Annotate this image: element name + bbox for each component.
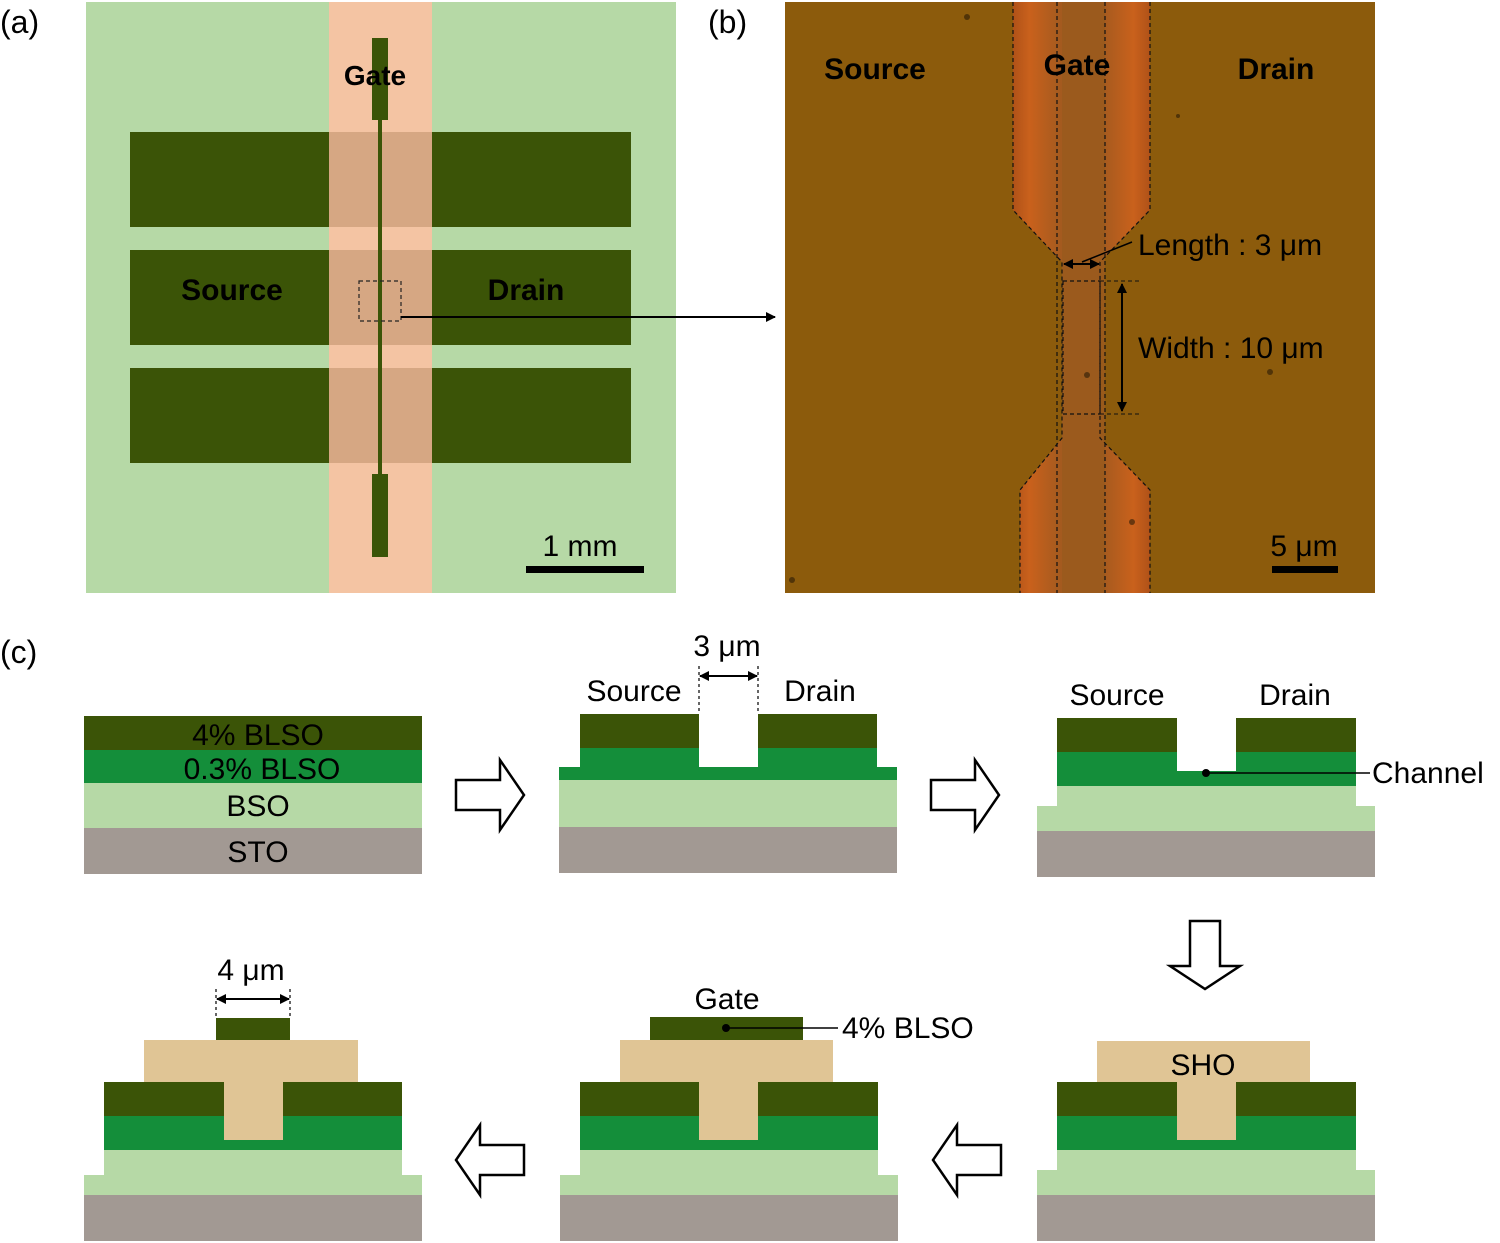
layer-bso-mesa — [1057, 786, 1356, 806]
layer-bso-mesa — [1057, 1150, 1356, 1170]
channel-layer — [1057, 771, 1356, 786]
gate-pad-bottom — [372, 474, 388, 557]
layer-bso — [559, 780, 897, 827]
gate-outline-left — [1012, 2, 1063, 593]
panel-a: (a) Gate Source Drain 1 mm — [0, 2, 676, 593]
scale-bar-b — [1272, 566, 1338, 573]
speck — [964, 14, 970, 20]
layer-sto — [84, 828, 422, 874]
layer-4pct-blso — [84, 716, 422, 750]
drain-label-b: Drain — [1238, 53, 1315, 86]
gate-line — [378, 118, 382, 478]
layer-0p3pct-blso-left — [1057, 752, 1177, 771]
label-bso: BSO — [226, 790, 289, 823]
layer-sto — [560, 1195, 898, 1241]
layer-0p3pct-blso-right — [1236, 752, 1356, 771]
source-electrode — [1057, 718, 1177, 752]
scale-bar-label-b: 5 μm — [1270, 530, 1337, 563]
gate-width-label: 4 μm — [217, 954, 284, 987]
step-2-stack: 3 μm Source Drain — [559, 630, 897, 873]
drain-label-c3: Drain — [1259, 679, 1331, 712]
source-electrode — [580, 714, 699, 748]
gap-label: 3 μm — [693, 630, 760, 663]
layer-sto — [1037, 831, 1375, 877]
step-5-stack: Gate 4% BLSO — [560, 983, 974, 1241]
sho-label: SHO — [1170, 1049, 1235, 1082]
panel-b: (b) Source Gate Drain Length : 3 μm Widt… — [708, 2, 1375, 593]
process-arrow-left-1 — [931, 1120, 1003, 1200]
sho-fill — [1177, 1082, 1236, 1140]
layer-bso-base — [560, 1175, 898, 1195]
source-label-c3: Source — [1069, 679, 1164, 712]
layer-0p3pct-blso-right — [758, 748, 877, 767]
length-label: Length : 3 μm — [1138, 229, 1322, 262]
drain-electrode — [758, 714, 877, 748]
source-label-c2: Source — [586, 675, 681, 708]
gate-label-b: Gate — [1044, 49, 1111, 82]
blso-label-c5: 4% BLSO — [842, 1012, 974, 1045]
speck — [1267, 369, 1273, 375]
layer-bso-base — [1037, 1170, 1375, 1195]
layer-bso — [84, 783, 422, 828]
label-4pct-blso: 4% BLSO — [192, 719, 324, 752]
process-arrow-down — [1165, 919, 1245, 991]
panel-b-label: (b) — [708, 4, 747, 40]
drain-electrode — [1236, 718, 1356, 752]
speck — [1129, 519, 1135, 525]
step-6-stack: 4 μm — [84, 954, 422, 1241]
step-1-stack: 4% BLSO 0.3% BLSO BSO STO — [84, 716, 422, 874]
step-4-stack: SHO — [1037, 1041, 1375, 1241]
source-label-b: Source — [824, 53, 926, 86]
gate-line-micrograph — [1062, 2, 1105, 593]
scale-bar-a — [526, 566, 644, 573]
step-3-stack: Source Drain Channel — [1037, 679, 1484, 877]
layer-0p3pct-blso-left — [580, 748, 699, 767]
gate-electrode — [216, 1018, 290, 1040]
sho-fill — [224, 1082, 283, 1140]
drain-label-a: Drain — [488, 274, 565, 307]
gate-label-a: Gate — [344, 60, 406, 91]
sho-layer — [1097, 1041, 1310, 1082]
layer-bso-mesa — [104, 1150, 402, 1175]
zoom-region-box — [358, 280, 402, 322]
gate-label-c5: Gate — [694, 983, 759, 1016]
drain-label-c2: Drain — [784, 675, 856, 708]
scale-bar-label-a: 1 mm — [543, 530, 618, 563]
sho-layer — [620, 1040, 833, 1082]
layer-0p3pct-blso-thin — [559, 767, 897, 780]
speck — [1176, 114, 1180, 118]
label-sto: STO — [227, 836, 288, 869]
width-label: Width : 10 μm — [1138, 332, 1324, 365]
panel-c-label: (c) — [0, 634, 37, 670]
panel-a-label: (a) — [0, 4, 39, 40]
layer-0p3pct-blso — [84, 750, 422, 783]
label-0p3pct-blso: 0.3% BLSO — [184, 753, 341, 786]
process-arrow-right-1 — [454, 755, 526, 835]
sho-fill — [699, 1082, 758, 1140]
process-arrow-right-2 — [929, 755, 1001, 835]
channel-box — [1062, 280, 1101, 415]
layer-sto — [1037, 1195, 1375, 1241]
sho-layer — [144, 1040, 358, 1082]
layer-bso-mesa — [580, 1150, 878, 1175]
process-arrow-left-2 — [454, 1120, 526, 1200]
layer-bso-base — [1037, 806, 1375, 831]
layer-sto — [84, 1195, 422, 1241]
channel-label: Channel — [1372, 757, 1484, 790]
source-label-a: Source — [181, 274, 283, 307]
layer-sto — [559, 827, 897, 873]
speck — [1084, 372, 1090, 378]
speck — [789, 577, 795, 583]
gate-pad-top — [372, 38, 388, 120]
length-leader-line — [1081, 241, 1133, 263]
layer-bso-base — [84, 1175, 422, 1195]
